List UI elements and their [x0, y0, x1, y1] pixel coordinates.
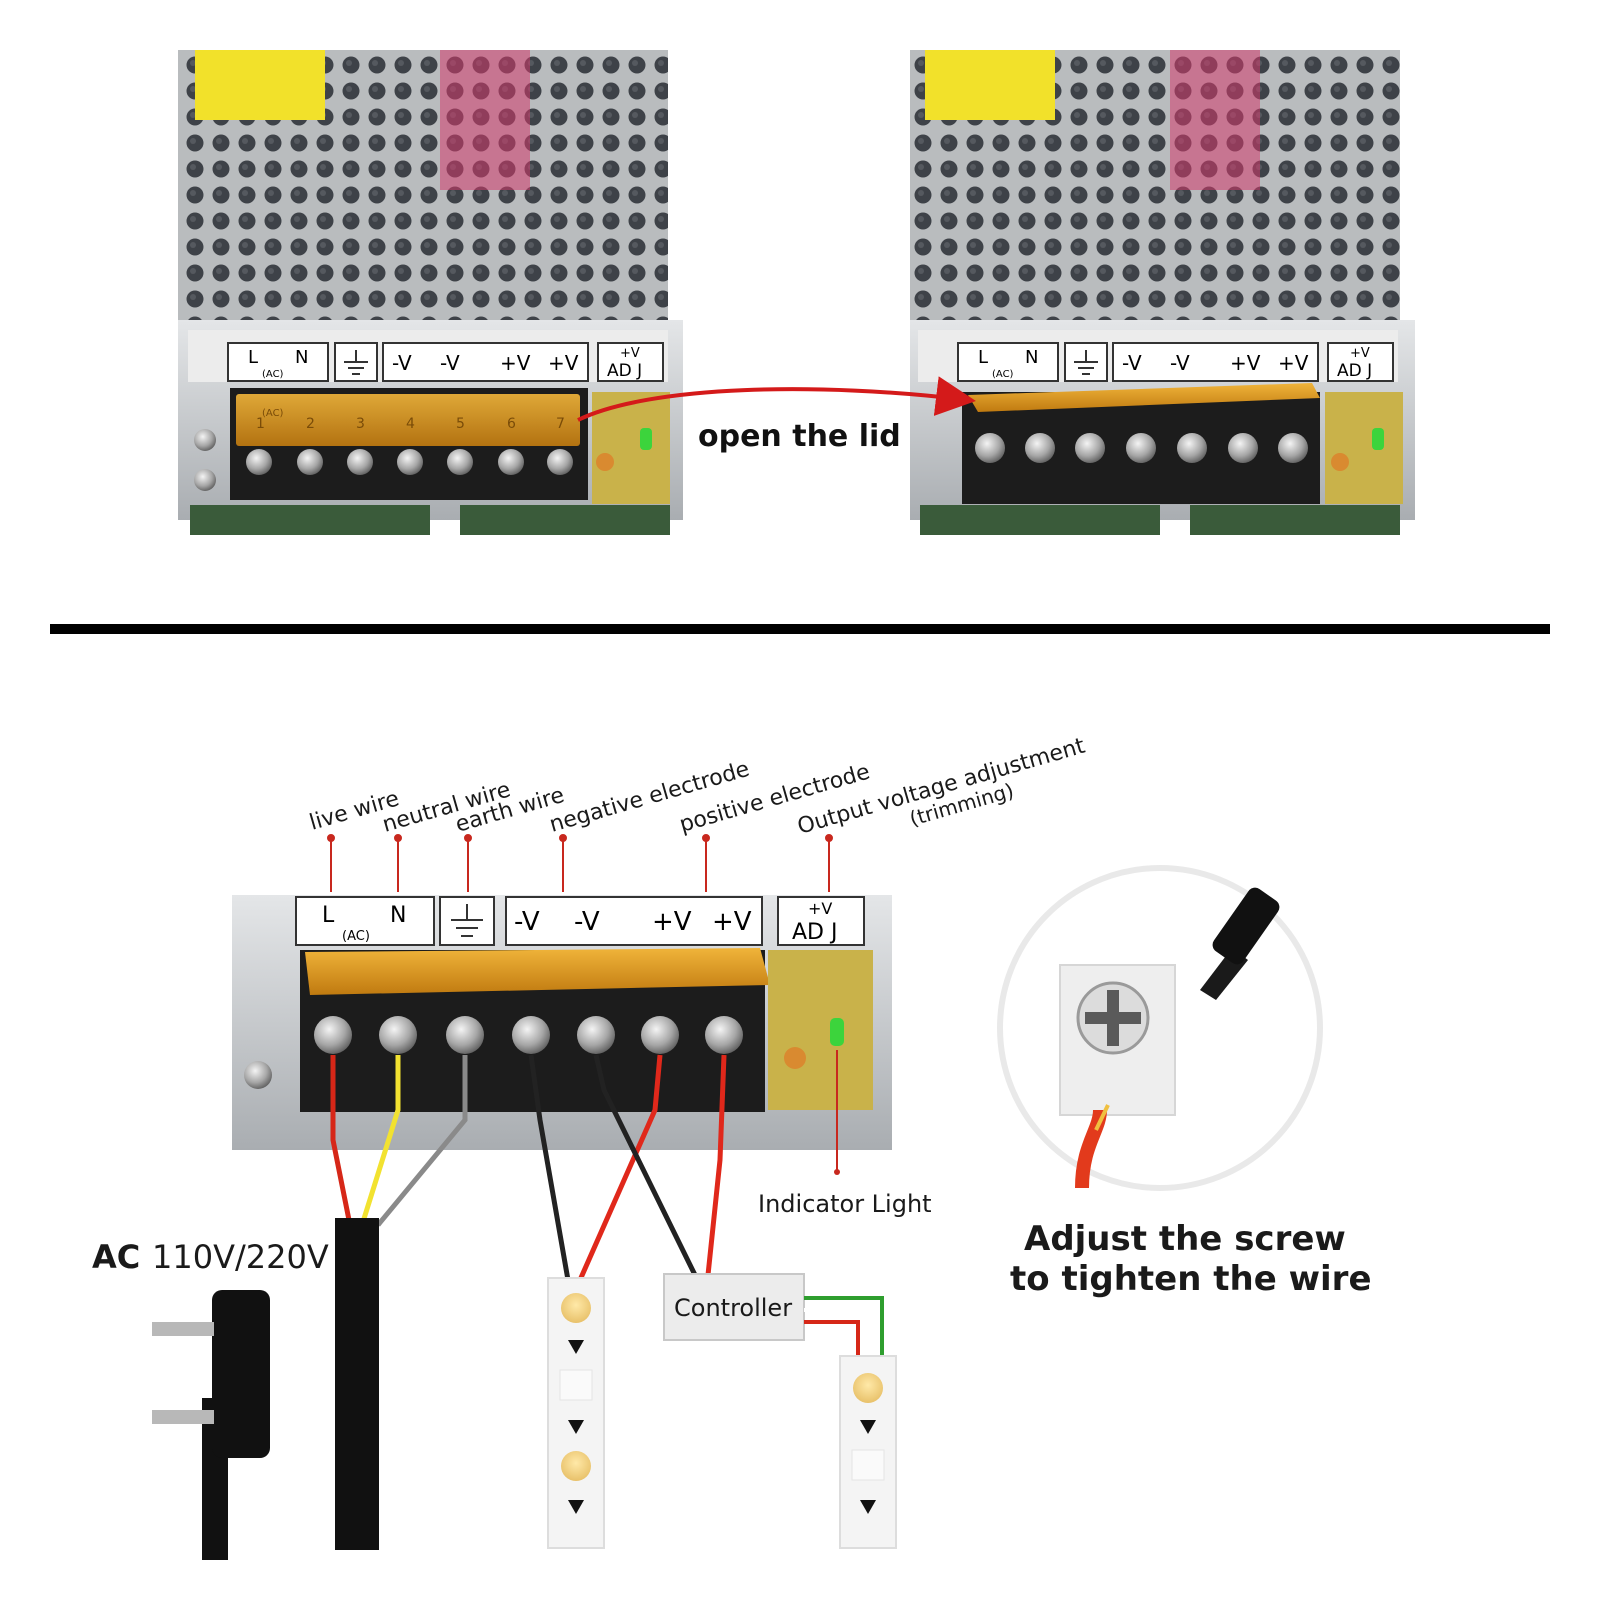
terminal-screws-main: [314, 1016, 743, 1054]
label-l: L: [248, 347, 258, 368]
label-l: L: [322, 903, 335, 928]
screw-detail: [997, 865, 1323, 1191]
indicator-light-label: Indicator Light: [758, 1190, 932, 1218]
mount-screw-icon: [244, 1061, 272, 1089]
cover-number: 2: [306, 416, 315, 432]
cover-numbers: 1 2 3 4 5 6 7 (AC): [256, 408, 565, 432]
label-pos-2: +V: [548, 351, 579, 375]
label-adj-v: +V: [1350, 346, 1370, 361]
cover-number: 7: [556, 416, 565, 432]
label-ac: (AC): [262, 369, 284, 380]
cover-number: 5: [456, 416, 465, 432]
label-neg-1: -V: [392, 351, 412, 375]
ac-input-value: 110V/220V: [152, 1238, 329, 1276]
cover-number: 1: [256, 416, 265, 432]
label-neg-2: -V: [574, 907, 600, 937]
psu-wired: L N (AC) -V -V +V +V +V AD J: [232, 895, 892, 1150]
label-neg-2: -V: [1170, 351, 1190, 375]
label-ac: (AC): [992, 369, 1014, 380]
cover-number: 6: [507, 416, 516, 432]
arrow-down-icon: [568, 1420, 584, 1434]
cover-ac-text: (AC): [262, 408, 284, 419]
arrow-down-icon: [568, 1500, 584, 1514]
cover-number: 3: [356, 416, 365, 432]
plug-prong-icon: [152, 1410, 214, 1424]
controller-output-wires: [804, 1296, 884, 1358]
terminal-cover-open: [968, 383, 1320, 412]
positive-wire-controller: [705, 1054, 727, 1276]
wires: [330, 1054, 727, 1282]
label-pos-1: +V: [652, 907, 692, 937]
label-neg-1: -V: [1122, 351, 1142, 375]
led-chip-icon: [561, 1451, 591, 1481]
terminal-cover-raised: [305, 948, 770, 995]
arrow-down-icon: [568, 1340, 584, 1354]
label-ac: (AC): [342, 929, 370, 944]
label-neg-2: -V: [440, 351, 460, 375]
open-lid-arrow: [577, 376, 976, 422]
label-n: N: [390, 903, 406, 928]
terminal-label-strip-top: L N (AC) -V -V +V +V +V AD J: [227, 342, 664, 382]
ac-plug: [152, 1218, 379, 1560]
label-pos-1: +V: [500, 351, 531, 375]
terminal-cover-closed: [236, 394, 580, 446]
ac-cable: [335, 1218, 379, 1550]
label-l: L: [978, 347, 988, 368]
earth-symbol: [344, 350, 368, 375]
label-n: N: [1025, 347, 1038, 368]
negative-wire-strip: [528, 1054, 571, 1281]
screwdriver-icon: [1200, 887, 1280, 1000]
led-chip-icon: [561, 1293, 591, 1323]
screw-caption-line1: Adjust the screw: [1024, 1219, 1346, 1259]
callout-leader-lines: [327, 834, 833, 892]
label-n: N: [295, 347, 308, 368]
terminal-label-strip-main: L N (AC) -V -V +V +V +V AD J: [295, 896, 865, 946]
negative-wire-controller: [593, 1054, 698, 1277]
label-adj: AD J: [792, 920, 837, 945]
label-pos-2: +V: [712, 907, 752, 937]
positive-wire-strip: [577, 1054, 663, 1282]
indicator-led-icon: [1372, 428, 1384, 450]
label-adj: AD J: [1337, 361, 1372, 381]
label-adj-v: +V: [808, 899, 832, 918]
arrow-down-icon: [860, 1420, 876, 1434]
label-neg-1: -V: [514, 907, 540, 937]
label-pos-1: +V: [1230, 351, 1261, 375]
psu-closed-lid: L N (AC) -V -V +V +V +V AD J: [178, 50, 683, 535]
wire-end-icon: [1075, 1109, 1107, 1189]
section-divider: [50, 624, 1550, 634]
live-wire: [330, 1055, 353, 1226]
arrow-down-icon: [860, 1500, 876, 1514]
label-pos-2: +V: [1278, 351, 1309, 375]
earth-symbol: [1074, 350, 1098, 375]
ac-input-bold: AC: [92, 1238, 140, 1276]
controller-label: Controller: [674, 1294, 792, 1322]
plug-prong-icon: [152, 1322, 214, 1336]
earth-wire: [376, 1055, 468, 1227]
label-adj-v: +V: [620, 346, 640, 361]
terminal-screws-top-left: [246, 449, 573, 475]
controller-box: [663, 1273, 805, 1341]
terminal-label-strip-top-right: L N (AC) -V -V +V +V +V AD J: [957, 342, 1394, 382]
terminal-screws-top-right: [975, 433, 1308, 463]
indicator-led-icon: [830, 1018, 844, 1046]
plug-body-icon: [212, 1290, 270, 1458]
callout-labels: live wire neutral wire earth wire negati…: [307, 734, 1088, 840]
indicator-led-icon: [640, 428, 652, 450]
screw-caption-line2: to tighten the wire: [1010, 1259, 1372, 1299]
open-lid-label: open the lid: [698, 419, 901, 454]
earth-symbol: [451, 904, 483, 937]
neutral-wire: [359, 1055, 401, 1226]
label-adj: AD J: [607, 361, 642, 381]
psu-open-lid: L N (AC) -V -V +V +V +V AD J: [910, 50, 1415, 535]
led-strip-left: [547, 1277, 605, 1549]
led-chip-icon: [853, 1373, 883, 1403]
led-strip-right: [839, 1355, 897, 1549]
cover-number: 4: [406, 416, 415, 432]
